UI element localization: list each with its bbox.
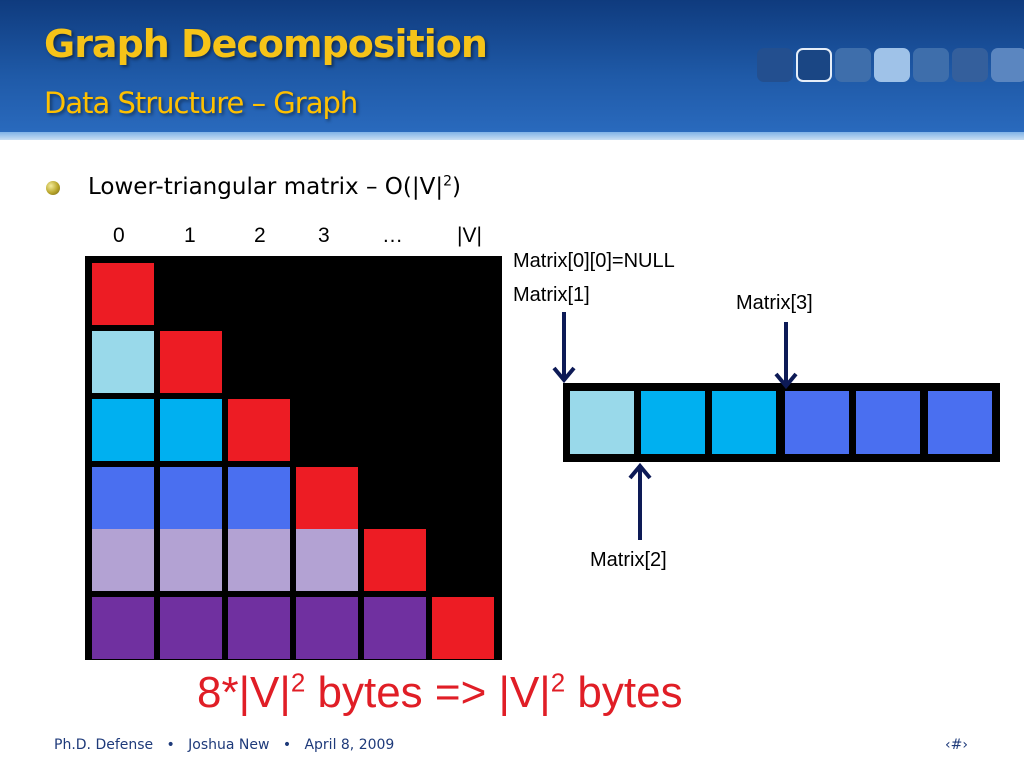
array-cell-4 [856,391,920,454]
bullet-text-suffix: ) [452,174,462,200]
formula-part-3: bytes [565,668,683,717]
column-label-2: 2 [254,224,266,247]
footer-presentation: Ph.D. Defense [54,737,154,753]
matrix-cell-2-0 [92,399,154,461]
formula-exponent-1: 2 [290,667,306,698]
matrix-cell-4-3 [296,529,358,591]
array-cell-1 [641,391,705,454]
matrix-cell-3-1 [160,467,222,529]
formula-part-2: bytes => |V| [305,668,551,717]
lower-triangular-matrix [85,256,502,660]
matrix-cell-4-2 [228,529,290,591]
slide-footer: Ph.D. Defense • Joshua New • April 8, 20… [54,737,394,753]
matrix-cell-3-2 [228,467,290,529]
column-label-3: 3 [318,224,330,247]
slide-number: ‹#› [945,737,968,753]
slide-title: Graph Decomposition [44,22,488,66]
bullet-text-prefix: Lower-triangular matrix – O(|V| [88,174,444,200]
arrow-up-icon [628,462,652,540]
footer-author: Joshua New [188,737,270,753]
header-decoration-tile [952,48,988,82]
slide-header: Graph Decomposition Data Structure – Gra… [0,0,1024,140]
matrix-cell-1-1 [160,331,222,393]
matrix-cell-5-1 [160,597,222,659]
matrix-cell-4-0 [92,529,154,591]
array-cell-3 [785,391,849,454]
matrix-cell-2-1 [160,399,222,461]
matrix-cell-4-1 [160,529,222,591]
header-decoration-tile [835,48,871,82]
memory-formula: 8*|V|2 bytes => |V|2 bytes [197,668,683,718]
footer-separator: • [166,737,175,753]
matrix-cell-3-0 [92,467,154,529]
arrow-down-icon [774,322,798,390]
linear-array [563,383,1000,462]
matrix-cell-2-2 [228,399,290,461]
matrix-cell-5-2 [228,597,290,659]
array-cell-2 [712,391,776,454]
column-label-v: |V| [457,224,482,247]
matrix-cell-5-5 [432,597,494,659]
bullet-icon [46,181,60,195]
matrix-cell-5-4 [364,597,426,659]
matrix-cell-3-3 [296,467,358,529]
matrix-2-label: Matrix[2] [590,549,667,571]
column-label-1: 1 [184,224,196,247]
matrix-3-label: Matrix[3] [736,292,813,314]
array-cell-0 [570,391,634,454]
slide-subtitle: Data Structure – Graph [44,86,358,120]
bullet-text: Lower-triangular matrix – O(|V|2) [88,174,461,200]
header-decoration-tile [874,48,910,82]
header-decoration-tile [913,48,949,82]
matrix-cell-1-0 [92,331,154,393]
matrix-cell-0-0 [92,263,154,325]
formula-part-1: 8*|V| [197,668,291,717]
matrix-cell-5-0 [92,597,154,659]
array-cell-5 [928,391,992,454]
header-decoration-tile [796,48,832,82]
matrix-1-label: Matrix[1] [513,284,590,306]
bullet-exponent: 2 [443,173,453,190]
matrix-cell-4-4 [364,529,426,591]
matrix-null-label: Matrix[0][0]=NULL [513,250,675,272]
header-decoration-tile [757,48,793,82]
column-label-ellipsis: … [382,224,403,247]
arrow-down-icon [552,312,576,384]
footer-date: April 8, 2009 [304,737,395,753]
formula-exponent-2: 2 [550,667,566,698]
header-decoration-tile [991,48,1024,82]
footer-separator: • [282,737,292,753]
matrix-cell-5-3 [296,597,358,659]
column-label-0: 0 [113,224,125,247]
